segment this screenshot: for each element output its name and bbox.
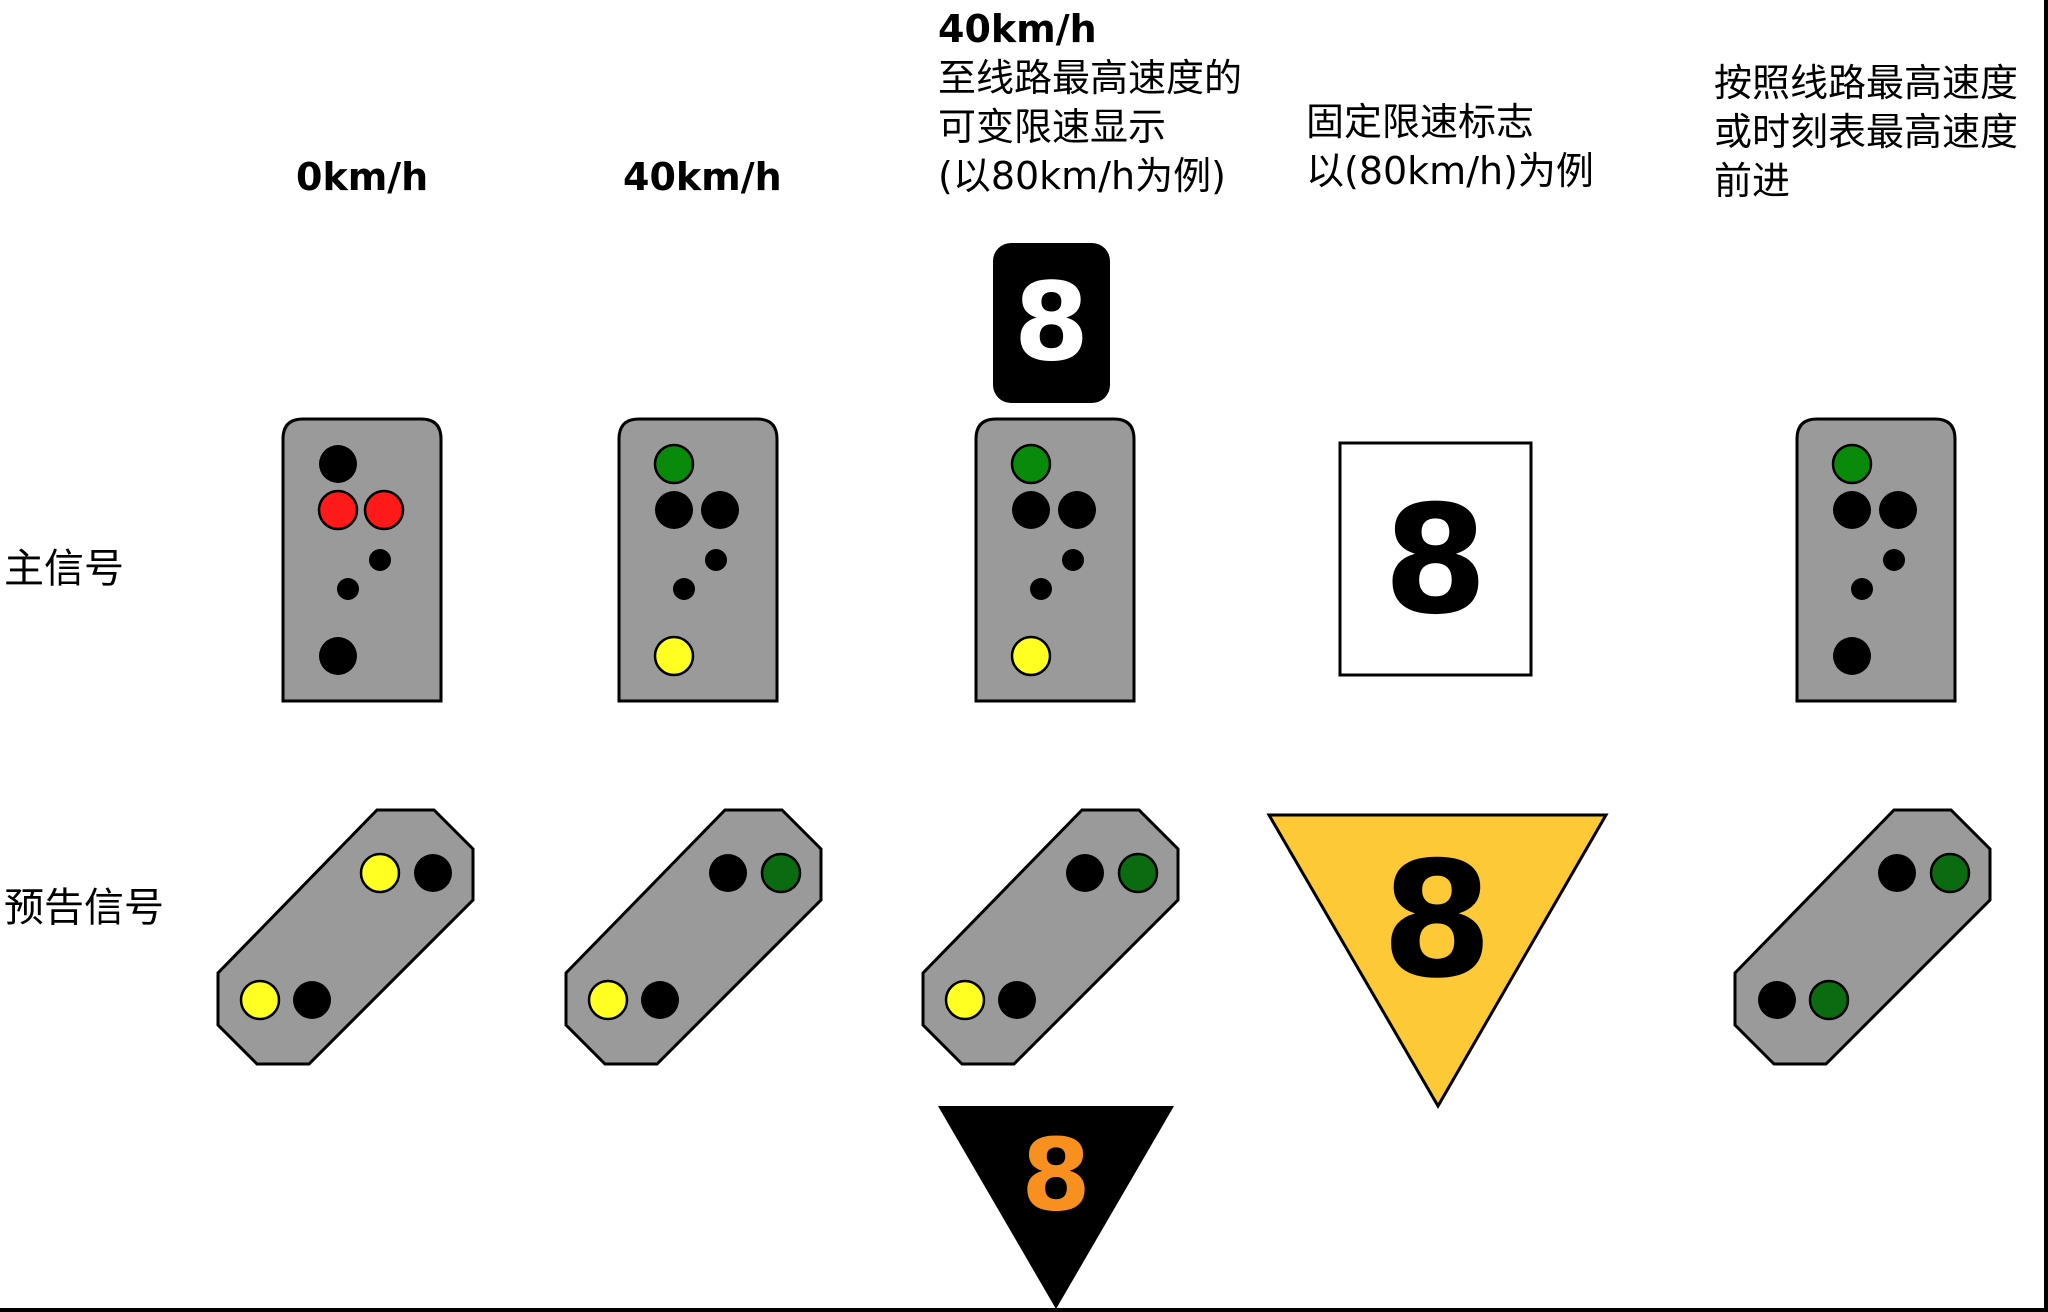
distant-signals — [216, 808, 1992, 1066]
lamp-upper-right — [1929, 852, 1971, 894]
header-max-line-3: 前进 — [1714, 159, 1791, 203]
distant-indicator-triangle — [938, 1106, 1174, 1309]
lamp-bottom — [319, 637, 357, 675]
lamp-middle-right — [1058, 491, 1096, 529]
main-signal-slow — [617, 417, 779, 703]
lamp-small-upper — [705, 549, 727, 571]
header-stop-line-1: 0km/h — [296, 155, 429, 199]
frame-border-bottom — [0, 1308, 2048, 1312]
lamp-top — [1831, 443, 1873, 485]
main-signal-max — [1795, 417, 1957, 703]
distant-indicator-digit: 8 — [1021, 1117, 1091, 1234]
lamp-lower-left — [587, 979, 629, 1021]
signal-housing — [974, 417, 1136, 703]
header-fixed-line-1: 固定限速标志 — [1306, 100, 1535, 144]
distant-signal-max — [1733, 808, 1992, 1066]
main-signals — [281, 417, 1957, 703]
lamp-small-upper — [1062, 549, 1084, 571]
header-fixed: 固定限速标志 以(80km/h)为例 — [1306, 98, 1594, 196]
fixed-speed-sign-distant: 8 — [1266, 813, 1609, 1109]
lamp-bottom — [1010, 635, 1052, 677]
distant-sign-digit: 8 — [1381, 827, 1492, 1014]
lamp-middle-left — [655, 491, 693, 529]
indicator-digit: 8 — [1014, 261, 1089, 386]
lamp-lower-left — [239, 979, 281, 1021]
header-max: 按照线路最高速度 或时刻表最高速度 前进 — [1714, 59, 2018, 206]
row-label-main-signal: 主信号 — [4, 546, 124, 592]
lamp-lower-right — [641, 981, 679, 1019]
lamp-top — [1010, 443, 1052, 485]
lamp-upper-right — [760, 852, 802, 894]
header-stop: 0km/h — [296, 153, 428, 202]
indicator-board-black — [993, 243, 1110, 403]
header-slow-line-1: 40km/h — [623, 155, 782, 199]
signal-housing — [617, 417, 779, 703]
lamp-lower-right — [1808, 979, 1850, 1021]
lamp-small-lower — [337, 578, 359, 600]
lamp-upper-right — [1117, 852, 1159, 894]
lamp-top — [653, 443, 695, 485]
frame-border-right — [2044, 0, 2048, 1312]
variable-speed-indicator-distant: 8 — [938, 1106, 1174, 1309]
row-label-distant-signal: 预告信号 — [4, 885, 164, 931]
distant-signal-slow — [564, 808, 823, 1066]
distant-signal-housing — [564, 808, 823, 1066]
main-signal-stop — [281, 417, 443, 703]
distant-signal-stop — [216, 808, 475, 1066]
lamp-middle-right — [701, 491, 739, 529]
lamp-top — [319, 445, 357, 483]
signal-housing — [281, 417, 443, 703]
lamp-small-lower — [673, 578, 695, 600]
lamp-lower-left — [1758, 981, 1796, 1019]
lamp-lower-right — [293, 981, 331, 1019]
header-variable-line-1: 40km/h — [938, 7, 1097, 51]
lamp-middle-left — [1833, 491, 1871, 529]
header-fixed-line-2: 以(80km/h)为例 — [1306, 149, 1594, 193]
main-signal-variable — [974, 417, 1136, 703]
lamp-small-upper — [369, 549, 391, 571]
lamp-upper-left — [1878, 854, 1916, 892]
lamp-small-lower — [1851, 578, 1873, 600]
lamp-lower-right — [998, 981, 1036, 1019]
header-variable-line-2: 至线路最高速度的 — [938, 56, 1243, 100]
header-max-line-1: 按照线路最高速度 — [1714, 61, 2019, 105]
fixed-sign-board — [1338, 441, 1533, 677]
header-variable: 40km/h 至线路最高速度的 可变限速显示 (以80km/h为例) — [938, 5, 1242, 201]
lamp-middle-left — [317, 489, 359, 531]
header-variable-line-4: (以80km/h为例) — [938, 154, 1226, 198]
lamp-upper-left — [359, 852, 401, 894]
lamp-upper-right — [414, 854, 452, 892]
distant-signal-housing — [921, 808, 1180, 1066]
distant-signal-housing — [1733, 808, 1992, 1066]
signal-housing — [1795, 417, 1957, 703]
header-max-line-2: 或时刻表最高速度 — [1714, 110, 2019, 154]
lamp-lower-left — [944, 979, 986, 1021]
lamp-middle-left — [1012, 491, 1050, 529]
fixed-speed-sign-main: 8 — [1338, 441, 1533, 677]
lamp-small-upper — [1883, 549, 1905, 571]
distant-sign-triangle — [1266, 813, 1609, 1109]
distant-signal-housing — [216, 808, 475, 1066]
distant-signal-variable — [921, 808, 1180, 1066]
lamp-middle-right — [363, 489, 405, 531]
fixed-sign-digit: 8 — [1383, 474, 1487, 648]
header-slow: 40km/h — [623, 153, 782, 202]
lamp-small-lower — [1030, 578, 1052, 600]
variable-speed-indicator-main: 8 — [993, 243, 1110, 403]
lamp-middle-right — [1879, 491, 1917, 529]
lamp-upper-left — [1066, 854, 1104, 892]
lamp-bottom — [653, 635, 695, 677]
lamp-bottom — [1833, 637, 1871, 675]
header-variable-line-3: 可变限速显示 — [938, 105, 1167, 149]
lamp-upper-left — [709, 854, 747, 892]
